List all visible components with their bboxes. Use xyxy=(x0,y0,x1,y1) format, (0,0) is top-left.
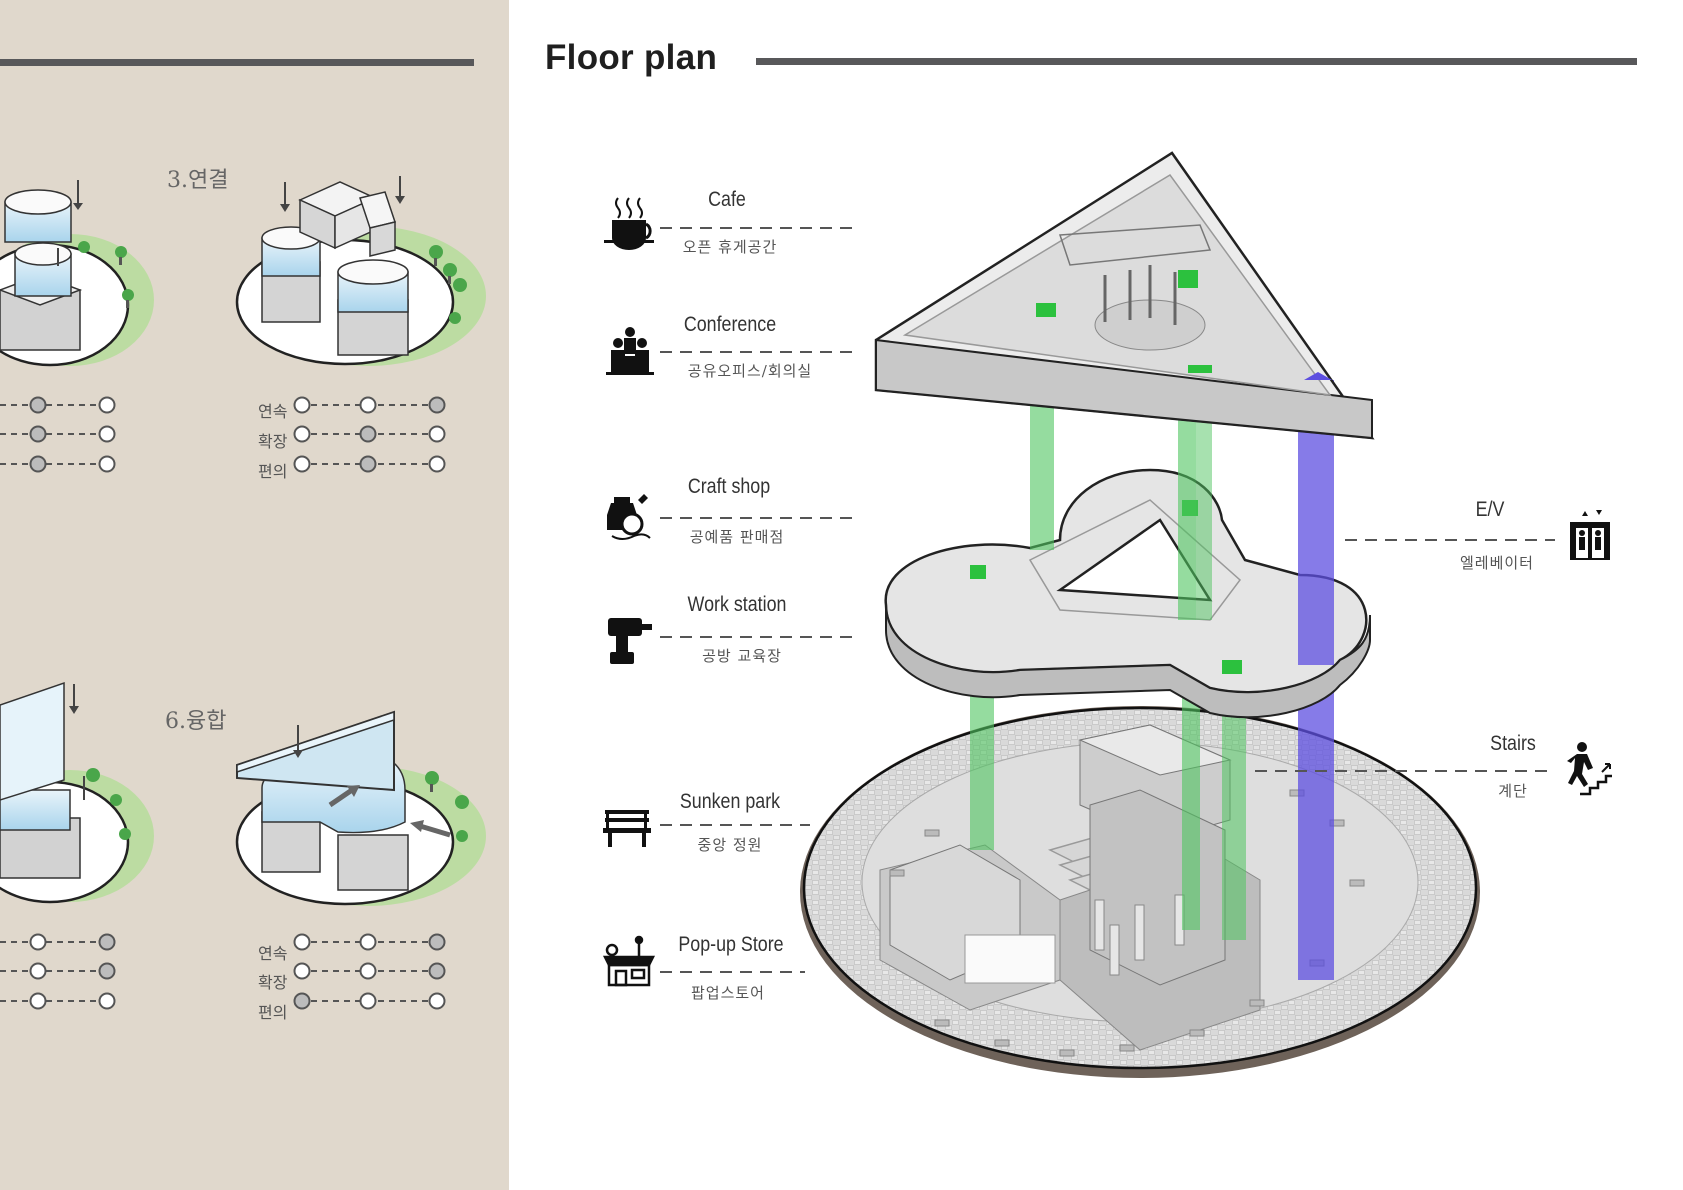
program-title-sunken-park: Sunken park xyxy=(679,790,781,813)
ground-plaza xyxy=(800,706,1480,1078)
program-subtitle-elevator: 엘레베이터 xyxy=(1459,554,1534,572)
concept-diagram-fusion xyxy=(235,710,486,906)
concept-label-connect: 3.연결 xyxy=(167,168,229,193)
program-title-cafe: Cafe xyxy=(708,188,746,211)
program-subtitle-conference: 공유오피스/회의실 xyxy=(687,362,813,380)
rating-label-convenience: 편의 xyxy=(258,1003,288,1022)
program-title-conference: Conference xyxy=(683,313,777,336)
power-drill-icon xyxy=(608,618,652,664)
leader-lines xyxy=(660,227,1555,973)
program-subtitle-cafe: 오픈 휴게공간 xyxy=(682,238,778,256)
program-subtitle-popup-store: 팝업스토어 xyxy=(690,984,765,1002)
program-title-craft-shop: Craft shop xyxy=(687,475,771,498)
rating-label-expansion: 확장 xyxy=(258,432,288,451)
program-subtitle-craft-shop: 공예품 판매점 xyxy=(689,528,785,546)
concept-diagram-flow xyxy=(0,681,154,904)
meeting-people-icon xyxy=(606,327,654,375)
program-subtitle-sunken-park: 중앙 정원 xyxy=(697,836,763,854)
concept-label-fusion: 6.융합 xyxy=(165,709,227,734)
concept-panel xyxy=(0,0,509,1190)
exploded-axonometric xyxy=(800,151,1480,1078)
program-title-elevator: E/V xyxy=(1475,498,1505,521)
stairs-icon xyxy=(1567,742,1612,796)
rating-label-continuity: 연속 xyxy=(258,402,288,421)
concept-diagram-merge xyxy=(0,180,154,367)
title-rule xyxy=(756,58,1637,65)
bench-icon xyxy=(603,810,651,847)
craft-tools-icon xyxy=(607,494,651,540)
program-title-stairs: Stairs xyxy=(1490,732,1536,755)
middle-floor xyxy=(884,468,1371,719)
rating-label-convenience: 편의 xyxy=(258,462,288,481)
rating-label-continuity: 연속 xyxy=(258,944,288,963)
program-title-work-station: Work station xyxy=(687,593,787,616)
rating-label-expansion: 확장 xyxy=(258,973,288,992)
program-title-popup-store: Pop-up Store xyxy=(678,933,784,956)
left-header-rule xyxy=(0,59,474,66)
program-subtitle-stairs: 계단 xyxy=(1498,782,1528,800)
program-subtitle-work-station: 공방 교육장 xyxy=(702,647,782,665)
top-floor xyxy=(874,151,1375,440)
page-title: Floor plan xyxy=(545,38,718,77)
rating-grid-1 xyxy=(0,396,446,473)
elevator-icon xyxy=(1570,510,1610,560)
rating-grid-2 xyxy=(0,933,446,1010)
storefront-icon xyxy=(602,935,656,987)
coffee-cup-icon xyxy=(604,197,654,250)
concept-diagram-connect xyxy=(235,176,486,366)
